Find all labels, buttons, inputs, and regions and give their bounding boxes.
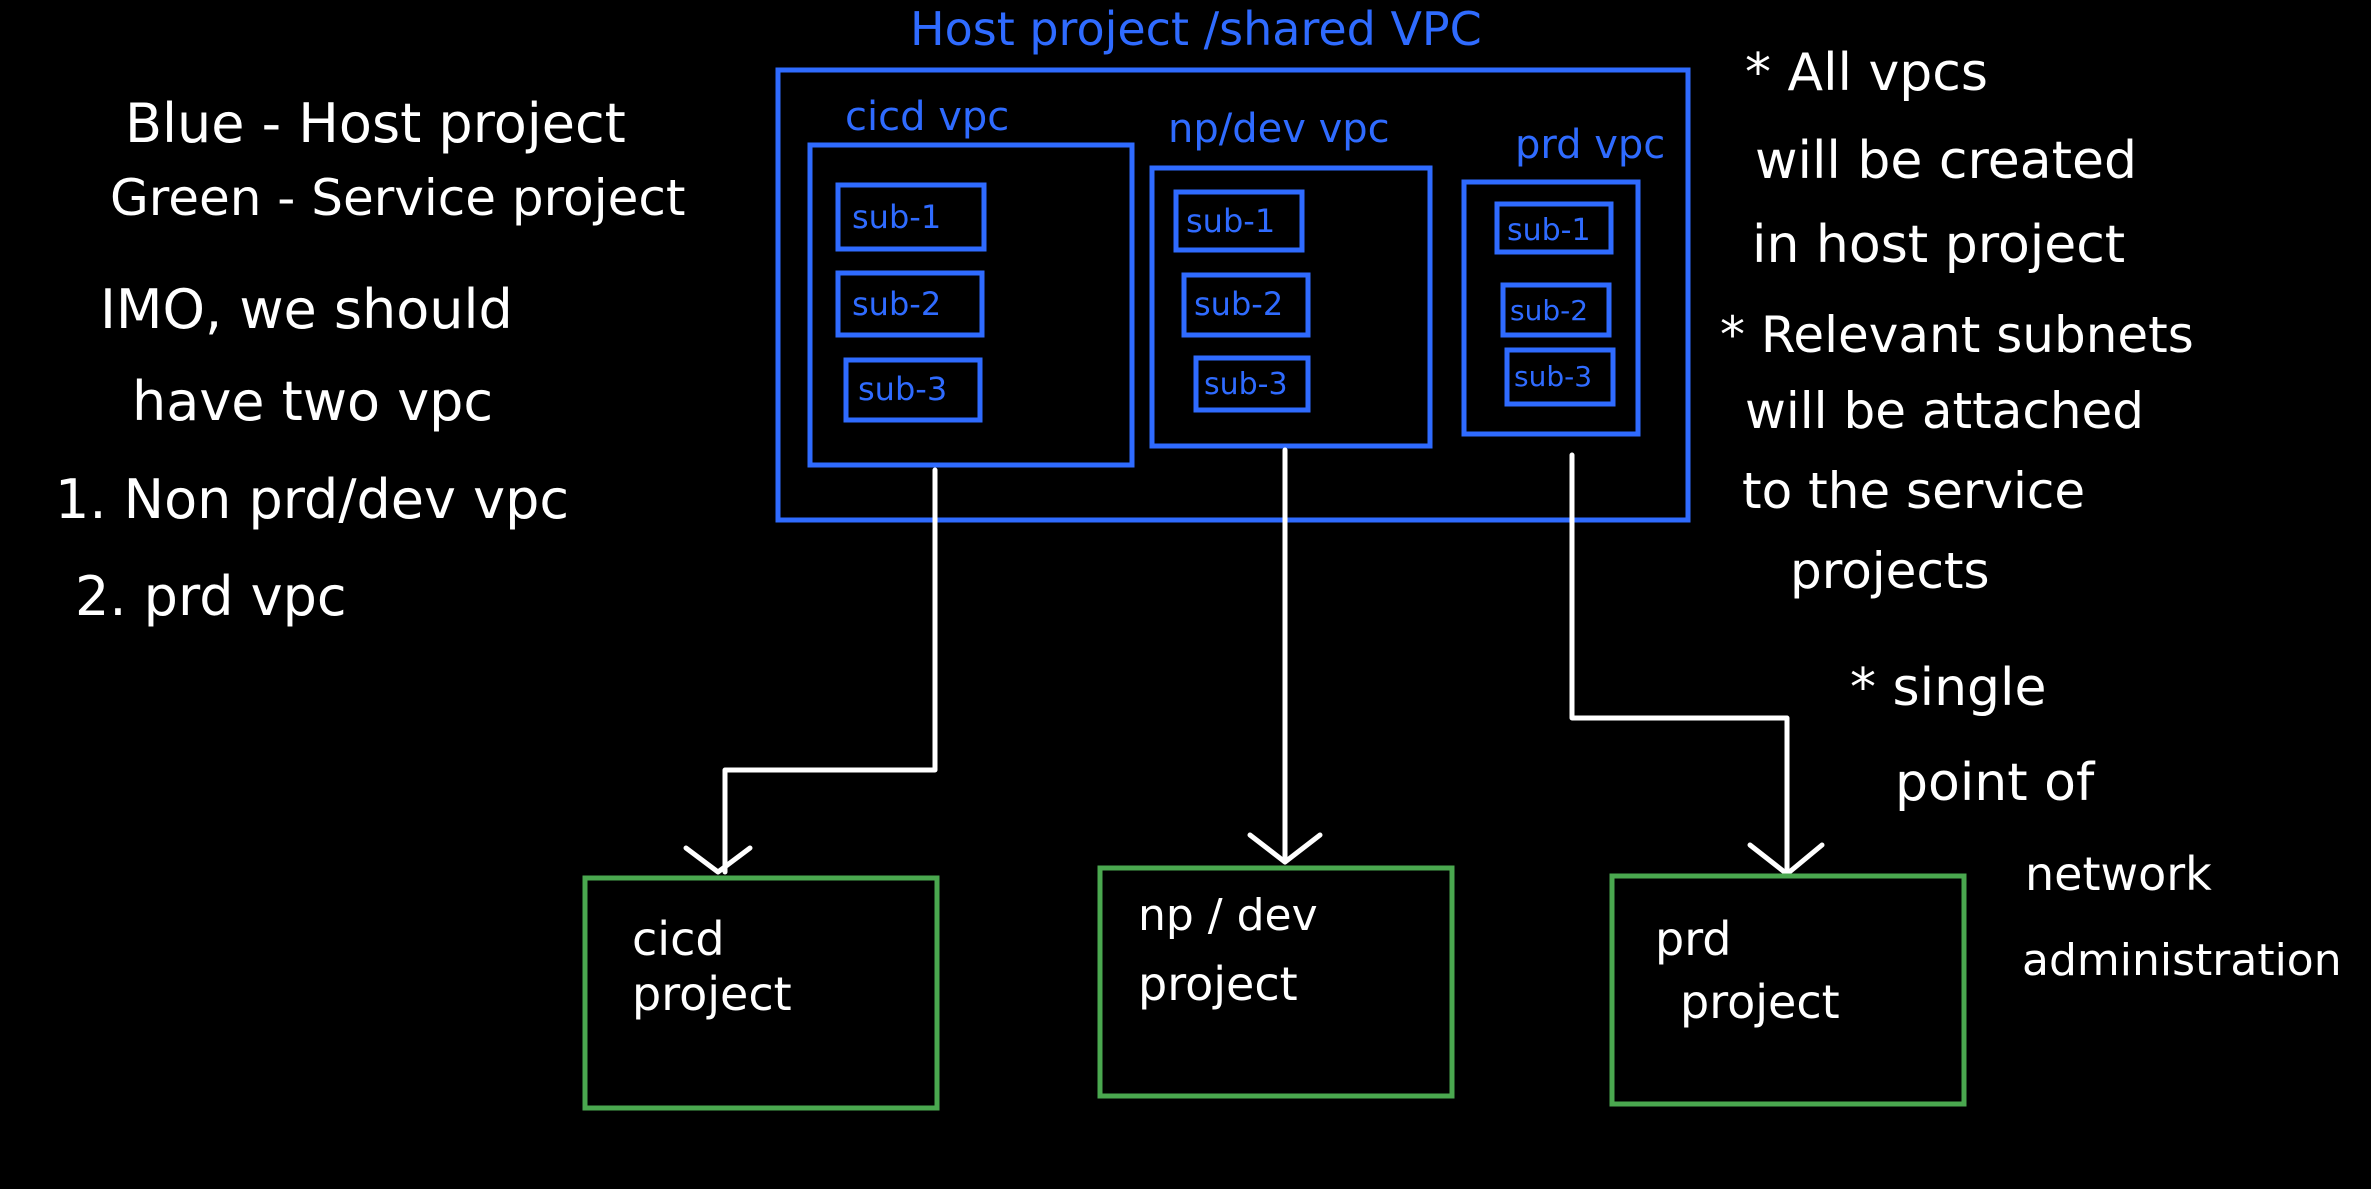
- note2-line1: * Relevant subnets: [1720, 306, 2194, 364]
- subnet-label-npdev-2: sub-2: [1194, 285, 1283, 323]
- opinion-item1: 1. Non prd/dev vpc: [55, 468, 569, 531]
- subnet-label-cicd-2: sub-2: [852, 285, 941, 323]
- service-project-prd-line1: prd: [1655, 912, 1732, 966]
- subnet-label-cicd-1: sub-1: [852, 198, 941, 236]
- connector-arrow-cicd: [722, 467, 938, 875]
- subnet-box-cicd-1: [835, 182, 987, 252]
- service-project-box-prd: [1609, 873, 1967, 1107]
- note2-line2: will be attached: [1745, 382, 2144, 440]
- vpc-label-npdev: np/dev vpc: [1168, 106, 1390, 152]
- service-project-npdev-line1: np / dev: [1138, 890, 1318, 941]
- note3-line3: network: [2025, 847, 2212, 901]
- subnet-box-npdev-1: [1173, 189, 1305, 253]
- service-project-cicd-line2: project: [632, 967, 792, 1021]
- subnet-label-prd-3: sub-3: [1514, 360, 1592, 393]
- service-project-npdev-line2: project: [1138, 957, 1298, 1011]
- vpc-box-cicd: [807, 142, 1135, 468]
- note2-line3: to the service: [1742, 462, 2085, 520]
- subnet-label-prd-1: sub-1: [1507, 213, 1591, 248]
- host-project-title: Host project /shared VPC: [910, 2, 1482, 56]
- subnet-box-npdev-2: [1181, 272, 1311, 338]
- service-project-prd-line2: project: [1680, 975, 1840, 1029]
- arrow-head-npdev: [1247, 832, 1323, 865]
- note1-line3: in host project: [1752, 215, 2125, 275]
- vpc-box-prd: [1461, 179, 1641, 437]
- subnet-box-cicd-3: [843, 357, 983, 423]
- subnet-label-prd-2: sub-2: [1510, 294, 1588, 327]
- legend-host: Blue - Host project: [125, 92, 626, 155]
- subnet-label-cicd-3: sub-3: [858, 370, 947, 408]
- service-project-box-npdev: [1097, 865, 1455, 1099]
- opinion-line1: IMO, we should: [100, 278, 513, 341]
- vpc-box-npdev: [1149, 165, 1433, 449]
- vpc-label-prd: prd vpc: [1515, 122, 1665, 168]
- host-project-box: [775, 67, 1691, 523]
- subnet-box-prd-2: [1500, 282, 1612, 338]
- service-project-box-cicd: [582, 875, 940, 1111]
- opinion-line2: have two vpc: [132, 370, 493, 433]
- subnet-box-prd-3: [1504, 347, 1616, 407]
- note3-line4: administration: [2022, 935, 2342, 986]
- arrow-head-cicd: [683, 845, 753, 875]
- subnet-label-npdev-1: sub-1: [1186, 202, 1275, 240]
- connector-arrow-prd: [1569, 452, 1790, 877]
- subnet-box-prd-1: [1494, 201, 1614, 255]
- subnet-box-npdev-3: [1193, 355, 1311, 413]
- service-project-cicd-line1: cicd: [632, 912, 725, 966]
- subnet-box-cicd-2: [835, 270, 985, 338]
- note2-line4: projects: [1790, 542, 1990, 600]
- subnet-label-npdev-3: sub-3: [1204, 367, 1288, 402]
- note3-line1: * single: [1850, 658, 2046, 718]
- vpc-label-cicd: cicd vpc: [845, 94, 1009, 140]
- legend-service: Green - Service project: [110, 169, 685, 227]
- note3-line2: point of: [1895, 753, 2096, 813]
- note1-line1: * All vpcs: [1745, 43, 1988, 103]
- note1-line2: will be created: [1755, 131, 2137, 191]
- opinion-item2: 2. prd vpc: [75, 565, 347, 628]
